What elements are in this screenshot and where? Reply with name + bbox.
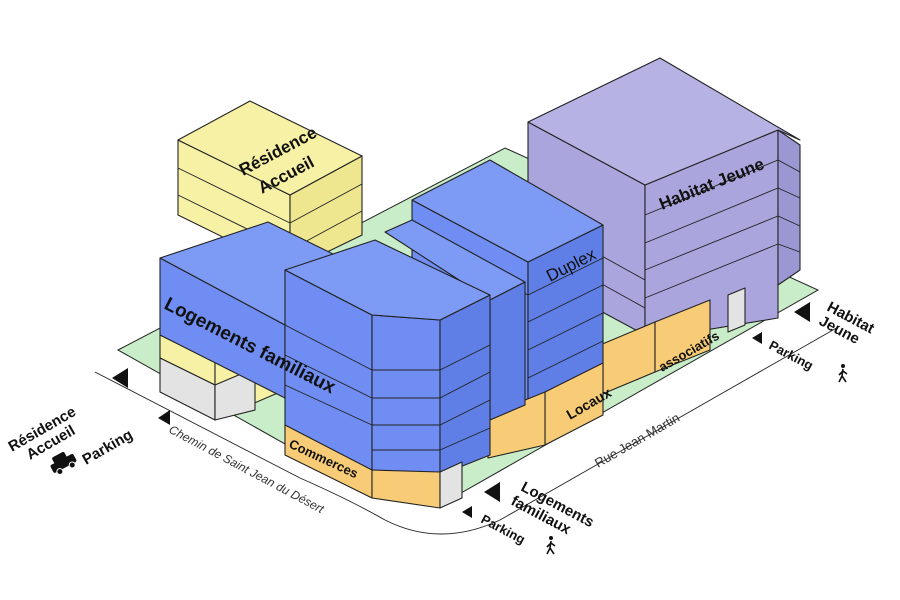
- car-icon: [50, 452, 77, 476]
- street-curb: [94, 325, 841, 535]
- entrance-parking-left: Parking: [80, 426, 136, 468]
- arrow-icon: [794, 302, 810, 322]
- arrow-icon: [484, 482, 500, 502]
- entrance-parking-right: Parking: [767, 337, 816, 373]
- pedestrian-icon: [546, 536, 556, 555]
- arrow-icon: [752, 332, 762, 344]
- street-rue-label: Rue Jean Martin: [592, 410, 682, 471]
- entrance-parking-bottom: Parking: [479, 511, 528, 547]
- arrow-icon: [158, 410, 170, 425]
- pedestrian-icon: [838, 364, 848, 383]
- building-logements-familiaux: [159, 219, 526, 509]
- arrow-icon: [462, 506, 472, 518]
- arrow-icon: [112, 368, 128, 388]
